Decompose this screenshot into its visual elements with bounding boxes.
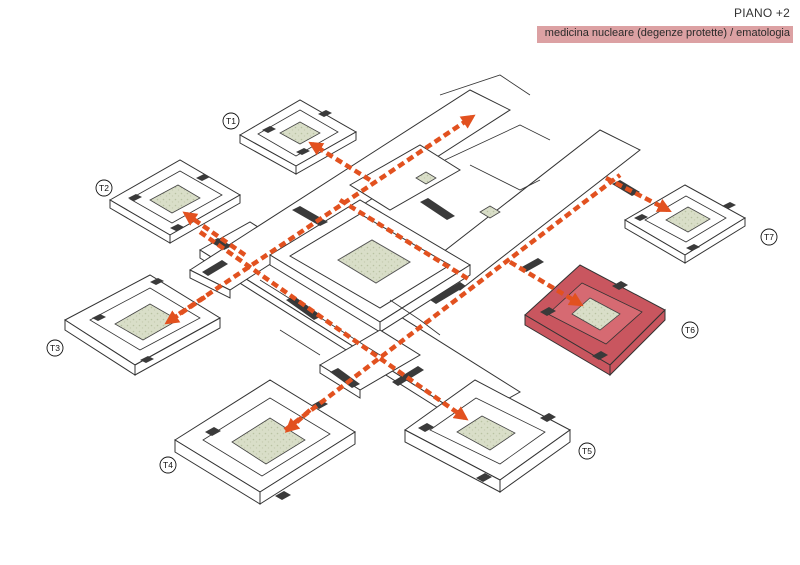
department-highlight-band <box>537 26 793 43</box>
svg-text:T2: T2 <box>99 183 109 193</box>
department-label: medicina nucleare (degenze protette) / e… <box>544 27 790 39</box>
skylight <box>415 171 437 185</box>
tower-label-t3: T3 <box>46 339 64 357</box>
tower-t7[interactable] <box>624 184 746 264</box>
svg-text:T4: T4 <box>163 460 173 470</box>
tower-t4[interactable] <box>174 379 356 505</box>
tower-t1[interactable] <box>238 99 358 175</box>
tower-t6[interactable] <box>524 264 666 377</box>
central-courtyard <box>337 239 411 284</box>
svg-text:T1: T1 <box>226 116 236 126</box>
spine-outline <box>259 74 551 356</box>
svg-text:T3: T3 <box>50 343 60 353</box>
floor-title: PIANO +2 <box>734 6 790 20</box>
tower-label-t1: T1 <box>222 112 240 130</box>
tower-t3[interactable] <box>64 274 221 376</box>
svg-text:T6: T6 <box>685 325 695 335</box>
circulation-routes <box>164 114 672 433</box>
tower-label-t7: T7 <box>760 228 778 246</box>
tower-label-t6: T6 <box>681 321 699 339</box>
tower-label-t5: T5 <box>578 442 596 460</box>
skylight <box>479 205 501 219</box>
svg-text:T5: T5 <box>582 446 592 456</box>
tower-label-t4: T4 <box>159 456 177 474</box>
tower-t2[interactable] <box>109 159 241 244</box>
tower-label-t2: T2 <box>95 179 113 197</box>
svg-text:T7: T7 <box>764 232 774 242</box>
